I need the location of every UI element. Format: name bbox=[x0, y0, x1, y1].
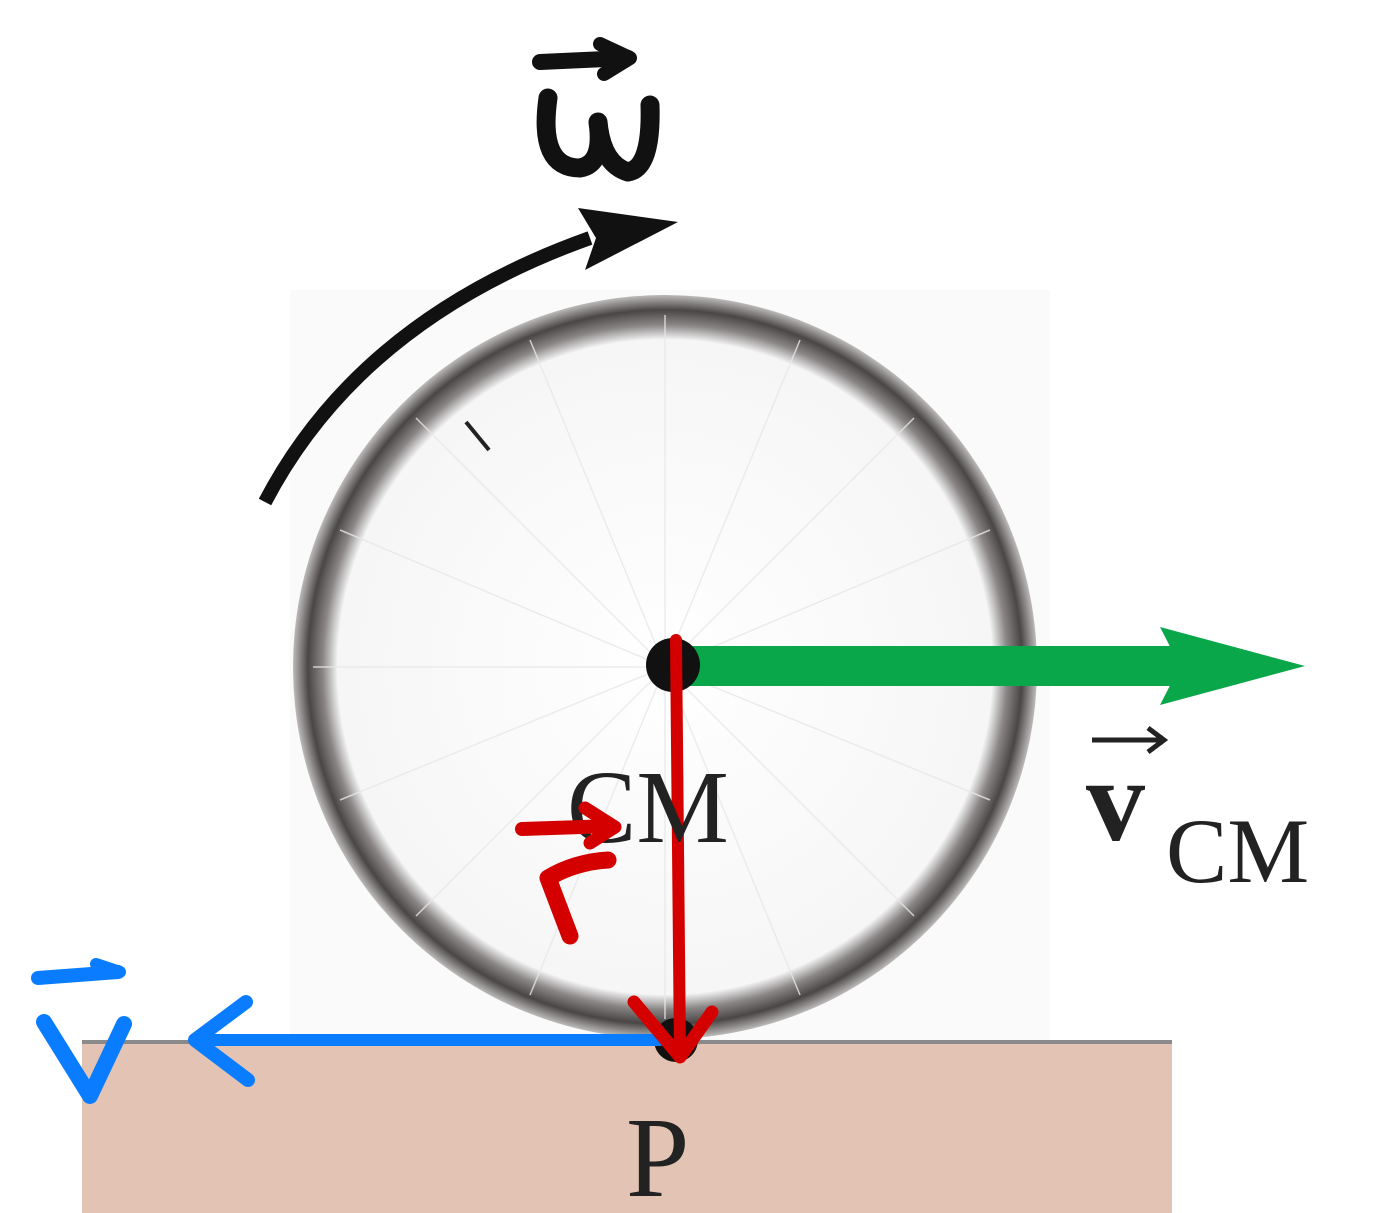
r-arrowhead-icon bbox=[627, 995, 719, 1064]
v-handwritten-label bbox=[31, 958, 132, 1104]
contact-point-label: P bbox=[626, 1094, 689, 1213]
v-cm-arrowhead-icon bbox=[1160, 627, 1305, 705]
v-cm-symbol: v bbox=[1086, 735, 1145, 866]
r-handwritten-label bbox=[515, 801, 622, 945]
v-arrowhead-icon bbox=[188, 995, 255, 1087]
v-cm-subscript: CM bbox=[1166, 800, 1309, 902]
ground bbox=[82, 1042, 1172, 1213]
wheel-tick-mark bbox=[464, 420, 491, 452]
omega-handwritten-label bbox=[532, 37, 660, 182]
v-cm-label: v CM bbox=[1086, 726, 1309, 902]
v-cm-arrow-shaft bbox=[680, 646, 1180, 686]
r-arrow-shaft bbox=[670, 634, 686, 1061]
omega-rotation-arc bbox=[258, 231, 593, 506]
omega-arrowhead-icon bbox=[578, 208, 678, 270]
